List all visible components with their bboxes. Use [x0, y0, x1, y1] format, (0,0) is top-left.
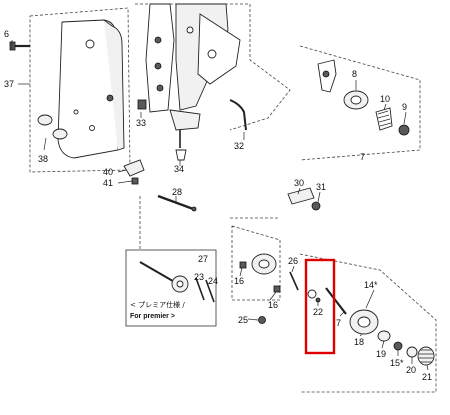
part-20 [406, 346, 418, 358]
inset-note-jp: < プレミア仕様 / [130, 300, 185, 309]
label-41: 41 [103, 178, 113, 188]
part-41 [131, 177, 139, 185]
label-18: 18 [354, 337, 364, 347]
part-22-washer [307, 289, 317, 299]
label-40: 40 [103, 167, 113, 177]
part-40 [123, 159, 145, 177]
part-19 [377, 330, 391, 342]
face-plate-screw [106, 94, 114, 102]
label-32: 32 [234, 141, 244, 151]
label-37: 37 [4, 79, 14, 89]
label-9: 9 [402, 102, 407, 112]
label-7-upper: 7 [360, 152, 365, 162]
rubber-cap-upper [37, 114, 53, 126]
part-15 [393, 341, 403, 351]
part-34 [175, 149, 187, 161]
inset-pin-23 [195, 277, 205, 301]
inset-shaft [139, 261, 179, 285]
frame-left [145, 3, 175, 113]
label-28: 28 [172, 187, 182, 197]
label-31: 31 [316, 182, 326, 192]
frame-arm [197, 13, 241, 85]
rubber-cap-lower [52, 128, 68, 140]
label-7-lower: 7 [336, 318, 341, 328]
part-labels: 6 37 38 33 34 32 40 41 8 10 9 7 28 30 31… [4, 29, 432, 382]
label-15: 15* [390, 358, 404, 368]
screw-6 [9, 41, 30, 51]
label-20: 20 [406, 365, 416, 375]
label-24: 24 [208, 276, 218, 286]
part-7-shaft [325, 287, 347, 315]
label-6: 6 [4, 29, 9, 39]
label-22: 22 [313, 307, 323, 317]
face-plate-group [9, 7, 131, 173]
part-16-upper [239, 261, 247, 269]
label-8: 8 [352, 69, 357, 79]
part-31-screw [311, 201, 321, 211]
needle-bar-mechanism [123, 3, 291, 185]
part-32-wire [229, 99, 247, 131]
upper-right-group [299, 45, 421, 161]
label-34: 34 [174, 164, 184, 174]
highlight-box [304, 258, 336, 355]
label-27: 27 [198, 254, 208, 264]
label-33: 33 [136, 118, 146, 128]
middle-group [139, 187, 321, 250]
label-26: 26 [288, 256, 298, 266]
part-21-gear [417, 346, 435, 366]
part-26-pin [289, 271, 299, 291]
face-plate-edge [103, 19, 125, 151]
label-16-left: 16 [234, 276, 244, 286]
label-16-right: 16 [268, 300, 278, 310]
label-19: 19 [376, 349, 386, 359]
lower-right-assembly [231, 225, 437, 393]
inset-pin-24 [205, 279, 215, 303]
part-30 [287, 187, 315, 205]
leader-lines [18, 80, 429, 371]
label-38: 38 [38, 154, 48, 164]
part-25-screw [258, 316, 266, 324]
part-9-nut [398, 124, 410, 136]
inset-note-en: For premier > [130, 313, 175, 320]
label-10: 10 [380, 94, 390, 104]
premier-inset: < プレミア仕様 / For premier > [125, 249, 217, 327]
label-25: 25 [238, 315, 248, 325]
part-33 [137, 99, 147, 110]
face-plate-hole [85, 39, 95, 49]
inset-frame [125, 249, 217, 327]
part-16-lower [273, 285, 281, 293]
needle-clamp [169, 109, 201, 131]
label-23: 23 [194, 272, 204, 282]
label-30: 30 [294, 178, 304, 188]
label-21: 21 [422, 372, 432, 382]
label-14: 14* [364, 280, 378, 290]
part-28-shaft [157, 194, 197, 212]
